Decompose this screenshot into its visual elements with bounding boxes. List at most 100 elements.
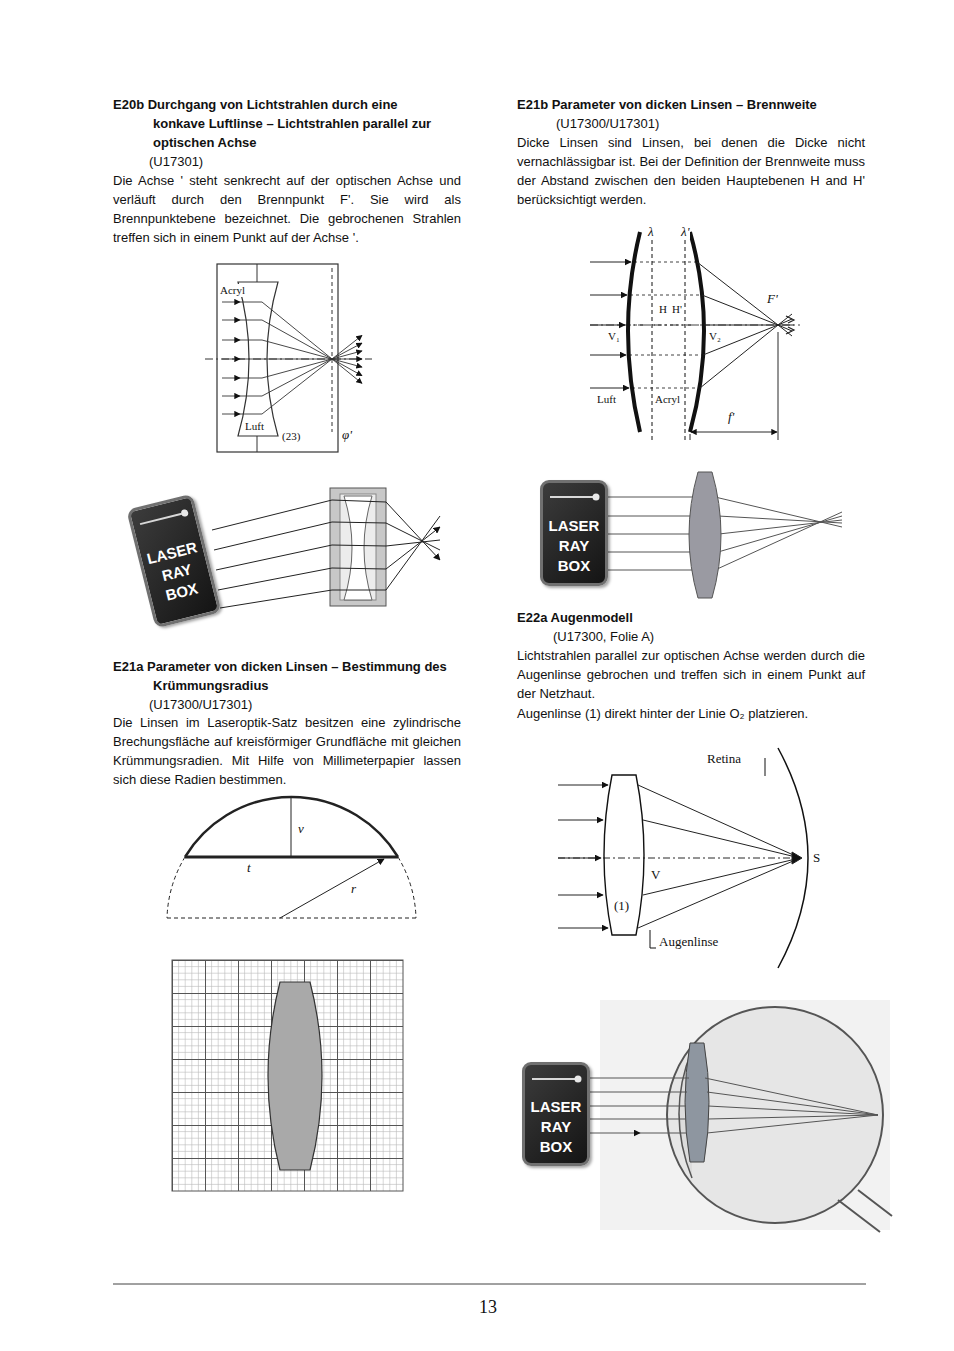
laser-ray	[212, 500, 440, 608]
indicator-dot	[575, 1076, 582, 1083]
light-ray	[222, 396, 240, 397]
laser-ray	[608, 497, 696, 570]
light-ray	[240, 351, 362, 378]
plane-label: H	[658, 303, 668, 316]
graph-paper	[172, 960, 403, 1191]
air-lens-figure	[205, 264, 372, 452]
light-ray	[558, 928, 608, 929]
figure-number: (23)	[281, 430, 301, 443]
vertex-label: V	[650, 868, 661, 882]
eye-model	[685, 1043, 709, 1162]
eye-lens-diagram	[778, 748, 808, 968]
lens-holder	[344, 496, 372, 600]
light-ray	[558, 785, 608, 786]
convex-lens	[689, 472, 721, 598]
material-label: Luft	[244, 420, 265, 433]
article-number: (U17300/U17301)	[149, 695, 252, 714]
radius-construction	[398, 857, 416, 918]
graph-paper	[172, 960, 403, 1191]
plane-label: λ'	[680, 225, 690, 239]
box-label: LASER RAY BOX	[531, 1097, 582, 1157]
light-ray	[558, 785, 802, 928]
radius-construction	[167, 797, 416, 918]
point-label: S	[812, 851, 821, 865]
section-heading: E21b Parameter von dicken Linsen – Brenn…	[517, 95, 865, 114]
laser-ray	[590, 1078, 689, 1119]
light-ray	[558, 895, 603, 896]
light-ray	[240, 335, 362, 414]
focus-label: F'	[766, 292, 779, 306]
laser-ray	[590, 1078, 878, 1133]
laser-ray	[220, 516, 440, 608]
thick-lens	[652, 240, 653, 440]
radius-construction	[291, 797, 292, 857]
eye-lens-diagram	[650, 930, 656, 948]
part-label: Retina	[706, 752, 742, 766]
radius-construction	[280, 859, 384, 918]
light-ray	[222, 414, 240, 415]
focal-length-dimension	[690, 434, 691, 440]
indicator-line	[550, 496, 593, 498]
article-number: (U17301)	[149, 152, 203, 171]
vertex-label: V₁	[607, 330, 621, 343]
article-number: (U17300, Folie A)	[553, 627, 654, 646]
plane-label: λ	[647, 225, 655, 239]
light-ray	[240, 343, 362, 396]
dimension-label: f'	[727, 410, 735, 424]
eye-lens-diagram	[558, 858, 800, 859]
air-lens-figure	[332, 268, 333, 432]
light-ray	[590, 325, 625, 326]
light-ray	[590, 355, 626, 356]
dimension-label: r	[350, 882, 357, 896]
focal-length-dimension	[778, 332, 779, 440]
air-lens-figure	[257, 264, 258, 282]
body-text: Die Achse ' steht senkrecht auf der opti…	[113, 171, 461, 247]
light-ray	[222, 378, 240, 379]
graph-paper	[268, 982, 322, 1170]
laser-ray	[218, 527, 440, 590]
eye-model	[600, 1000, 890, 1230]
part-label: Augenlinse	[658, 935, 719, 949]
laser-ray	[715, 497, 842, 570]
callout-number: (1)	[613, 899, 630, 913]
light-ray	[240, 302, 362, 383]
focal-length-dimension	[690, 332, 778, 440]
page-number: 13	[479, 1298, 497, 1318]
indicator-light	[138, 505, 193, 530]
body-text: Augenlinse (1) direkt hinter der Linie O…	[517, 704, 865, 723]
eye-model	[667, 1007, 883, 1223]
light-ray	[704, 325, 794, 326]
laser-ray	[590, 1133, 640, 1134]
light-ray	[222, 302, 240, 303]
laser-ray	[640, 1133, 687, 1134]
indicator-light	[549, 491, 603, 503]
laser-ray	[705, 1078, 878, 1133]
eye-model	[838, 1190, 892, 1232]
air-lens-figure	[205, 359, 372, 360]
section-heading: E20b Durchgang von Lichtstrahlen durch e…	[113, 95, 448, 152]
light-ray	[590, 295, 627, 296]
vertex-label: V₂	[708, 330, 722, 343]
light-ray	[222, 359, 240, 360]
indicator-dot	[593, 494, 600, 501]
laser-ray-box: LASER RAY BOX	[540, 480, 608, 586]
indicator-light	[531, 1073, 585, 1085]
laser-ray-box: LASER RAY BOX	[522, 1062, 590, 1166]
dimension-label: t	[246, 861, 252, 875]
light-ray	[590, 388, 629, 389]
light-ray	[558, 820, 603, 821]
indicator-dot	[180, 509, 188, 517]
eye-lens-diagram	[765, 758, 766, 776]
focal-length-dimension	[691, 432, 777, 433]
eye-lens-diagram	[558, 748, 808, 968]
light-ray	[638, 785, 800, 928]
light-ray	[590, 262, 794, 388]
radius-construction	[185, 797, 398, 857]
section-heading: E21a Parameter von dicken Linsen – Besti…	[113, 657, 461, 695]
light-ray	[240, 340, 362, 367]
body-text: Lichtstrahlen parallel zur optischen Ach…	[517, 646, 865, 703]
material-label: Acryl	[654, 393, 681, 406]
eye-model	[600, 1000, 892, 1232]
laser-ray	[608, 497, 842, 570]
light-ray	[222, 340, 240, 341]
